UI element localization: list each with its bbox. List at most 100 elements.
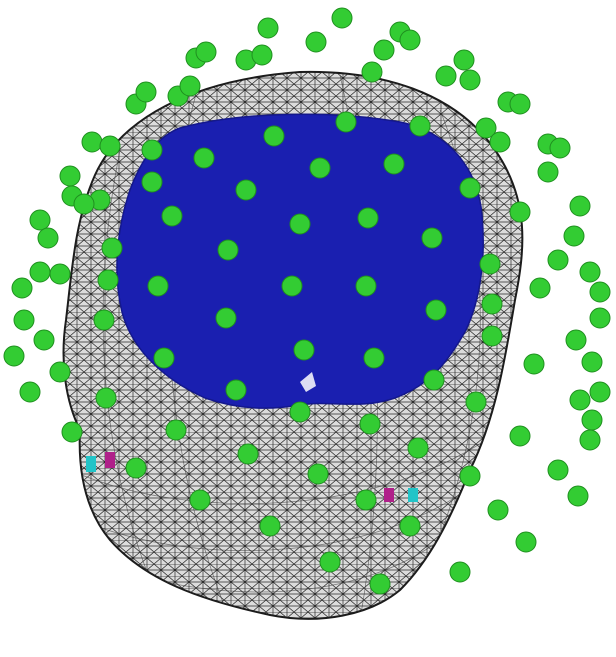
electrode-point: [236, 180, 256, 200]
electrode-point: [436, 66, 456, 86]
electrode-point: [166, 420, 186, 440]
electrode-point: [482, 294, 502, 314]
electrode-point: [570, 390, 590, 410]
electrode-point: [258, 18, 278, 38]
electrode-point: [82, 132, 102, 152]
electrode-point: [426, 300, 446, 320]
electrode-point: [524, 354, 544, 374]
electrode-point: [410, 116, 430, 136]
electrode-point: [194, 148, 214, 168]
electrode-point: [580, 262, 600, 282]
electrode-point: [408, 438, 428, 458]
electrode-point: [400, 516, 420, 536]
electrode-point: [454, 50, 474, 70]
electrode-point: [30, 210, 50, 230]
electrode-point: [424, 370, 444, 390]
electrode-point: [488, 500, 508, 520]
electrode-point: [308, 464, 328, 484]
electrode-point: [460, 178, 480, 198]
electrode-point: [238, 444, 258, 464]
electrode-point: [482, 326, 502, 346]
fiducial-marker-cyan-right: [408, 488, 418, 502]
fiducial-marker-cyan-left: [86, 456, 96, 472]
electrode-point: [50, 264, 70, 284]
electrode-point: [460, 70, 480, 90]
electrode-point: [570, 196, 590, 216]
electrode-point: [38, 228, 58, 248]
electrode-point: [510, 426, 530, 446]
electrode-point: [126, 458, 146, 478]
electrode-point: [332, 8, 352, 28]
electrode-point: [190, 490, 210, 510]
electrode-point: [96, 388, 116, 408]
electrode-point: [582, 352, 602, 372]
electrode-point: [14, 310, 34, 330]
electrode-point: [136, 82, 156, 102]
fiducial-marker-magenta-right: [384, 488, 394, 502]
electrode-point: [362, 62, 382, 82]
electrode-point: [94, 310, 114, 330]
electrode-point: [336, 112, 356, 132]
electrode-point: [290, 402, 310, 422]
electrode-point: [590, 282, 610, 302]
electrode-point: [180, 76, 200, 96]
electrode-point: [510, 94, 530, 114]
electrode-point: [282, 276, 302, 296]
electrode-point: [218, 240, 238, 260]
electrode-point: [294, 340, 314, 360]
electrode-point: [548, 250, 568, 270]
electrode-point: [466, 392, 486, 412]
electrode-point: [590, 382, 610, 402]
electrode-point: [374, 40, 394, 60]
electrode-point: [306, 32, 326, 52]
electrode-point: [320, 552, 340, 572]
electrode-point: [580, 430, 600, 450]
electrode-point: [74, 194, 94, 214]
electrode-point: [142, 140, 162, 160]
electrode-point: [30, 262, 50, 282]
electrode-point: [516, 532, 536, 552]
electrode-point: [264, 126, 284, 146]
electrode-point: [480, 254, 500, 274]
electrode-point: [162, 206, 182, 226]
electrode-point: [62, 422, 82, 442]
electrode-point: [20, 382, 40, 402]
electrode-point: [530, 278, 550, 298]
electrode-point: [216, 308, 236, 328]
electrode-point: [226, 380, 246, 400]
electrode-point: [148, 276, 168, 296]
electrode-point: [564, 226, 584, 246]
electrode-point: [422, 228, 442, 248]
electrode-point: [364, 348, 384, 368]
electrode-point: [370, 574, 390, 594]
electrode-point: [510, 202, 530, 222]
electrode-point: [356, 276, 376, 296]
electrode-point: [196, 42, 216, 62]
electrode-point: [568, 486, 588, 506]
electrode-point: [582, 410, 602, 430]
electrode-point: [550, 138, 570, 158]
electrode-point: [142, 172, 162, 192]
electrode-point: [384, 154, 404, 174]
electrode-point: [154, 348, 174, 368]
electrode-point: [252, 45, 272, 65]
electrode-point: [4, 346, 24, 366]
electrode-point: [450, 562, 470, 582]
electrode-point: [590, 308, 610, 328]
electrode-point: [290, 214, 310, 234]
electrode-point: [310, 158, 330, 178]
electrode-point: [360, 414, 380, 434]
electrode-point: [400, 30, 420, 50]
electrode-point: [490, 132, 510, 152]
electrode-point: [100, 136, 120, 156]
fiducial-marker-magenta-left: [105, 452, 115, 468]
electrode-point: [260, 516, 280, 536]
electrode-point: [538, 162, 558, 182]
electrode-point: [50, 362, 70, 382]
electrode-point: [102, 238, 122, 258]
electrode-point: [358, 208, 378, 228]
electrode-point: [548, 460, 568, 480]
electrode-point: [460, 466, 480, 486]
